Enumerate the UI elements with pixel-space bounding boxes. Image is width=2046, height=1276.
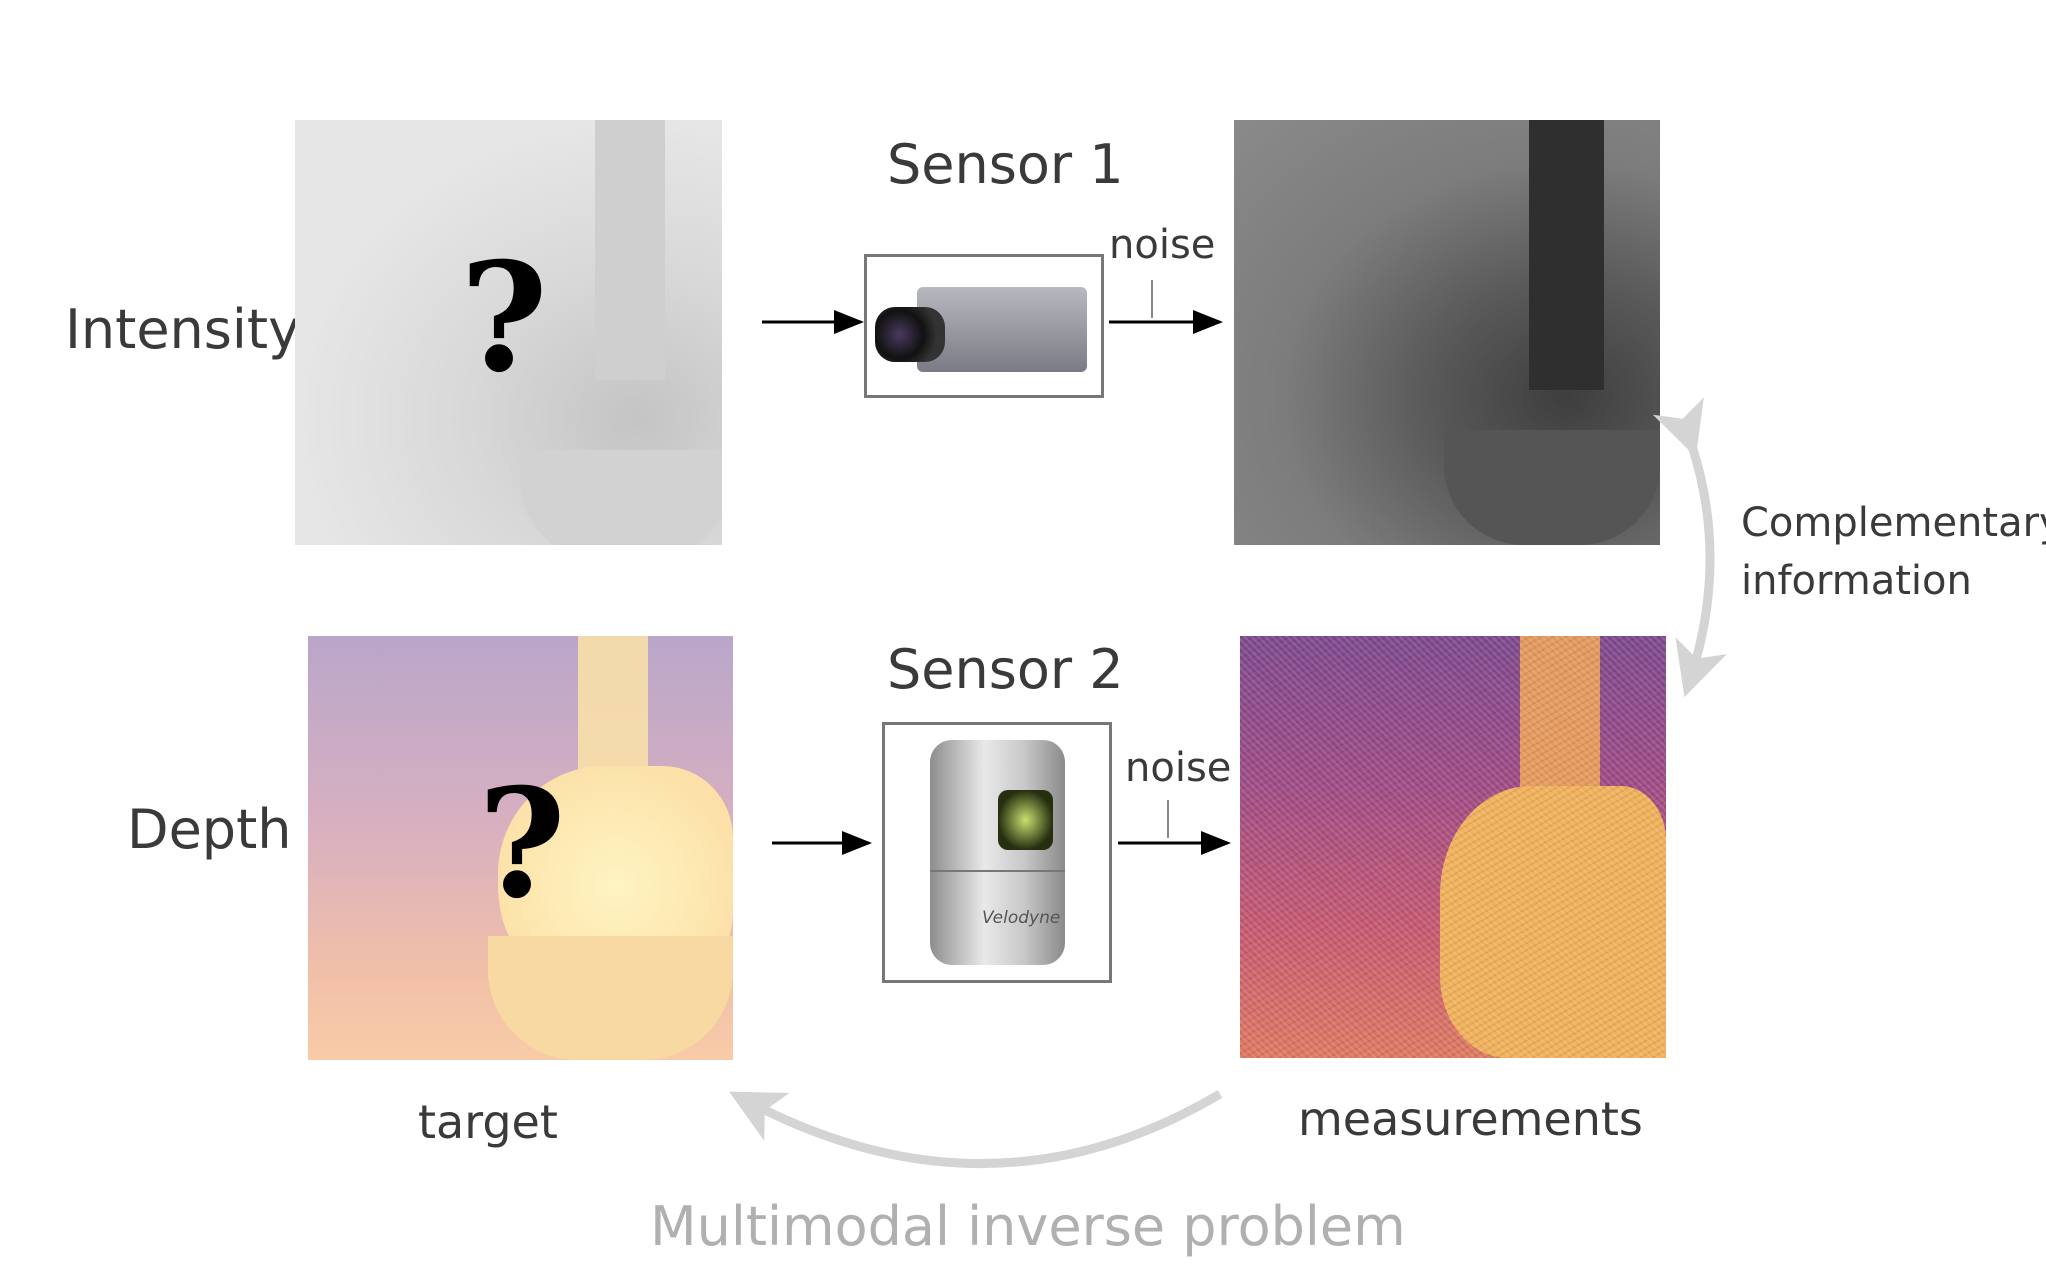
target-caption: target (418, 1095, 558, 1149)
measured-depth-image (1240, 636, 1666, 1058)
question-mark: ? (478, 756, 566, 932)
target-intensity-image: ? (295, 120, 722, 545)
measurements-caption: measurements (1298, 1092, 1643, 1146)
complementary-line2: information (1741, 558, 1972, 604)
question-mark: ? (460, 230, 548, 406)
complementary-double-arrow (1652, 397, 1727, 698)
lidar-icon: Velodyne (930, 740, 1065, 965)
footer-title: Multimodal inverse problem (650, 1195, 1406, 1258)
lidar-brand: Velodyne (982, 908, 1061, 928)
camera-sensor (864, 254, 1104, 398)
sensor-2-title: Sensor 2 (887, 638, 1124, 701)
camera-icon (917, 287, 1087, 372)
intensity-label: Intensity (65, 298, 301, 361)
depth-label: Depth (127, 798, 292, 861)
noise-label-2: noise (1125, 745, 1232, 791)
sensor-1-title: Sensor 1 (887, 133, 1124, 196)
measured-intensity-image (1234, 120, 1660, 545)
target-depth-image: ? (308, 636, 733, 1060)
noise-label-1: noise (1109, 222, 1216, 268)
lidar-sensor: Velodyne (882, 722, 1112, 983)
complementary-line1: Complementary (1741, 500, 2046, 546)
inverse-problem-arrow (729, 1090, 1223, 1169)
